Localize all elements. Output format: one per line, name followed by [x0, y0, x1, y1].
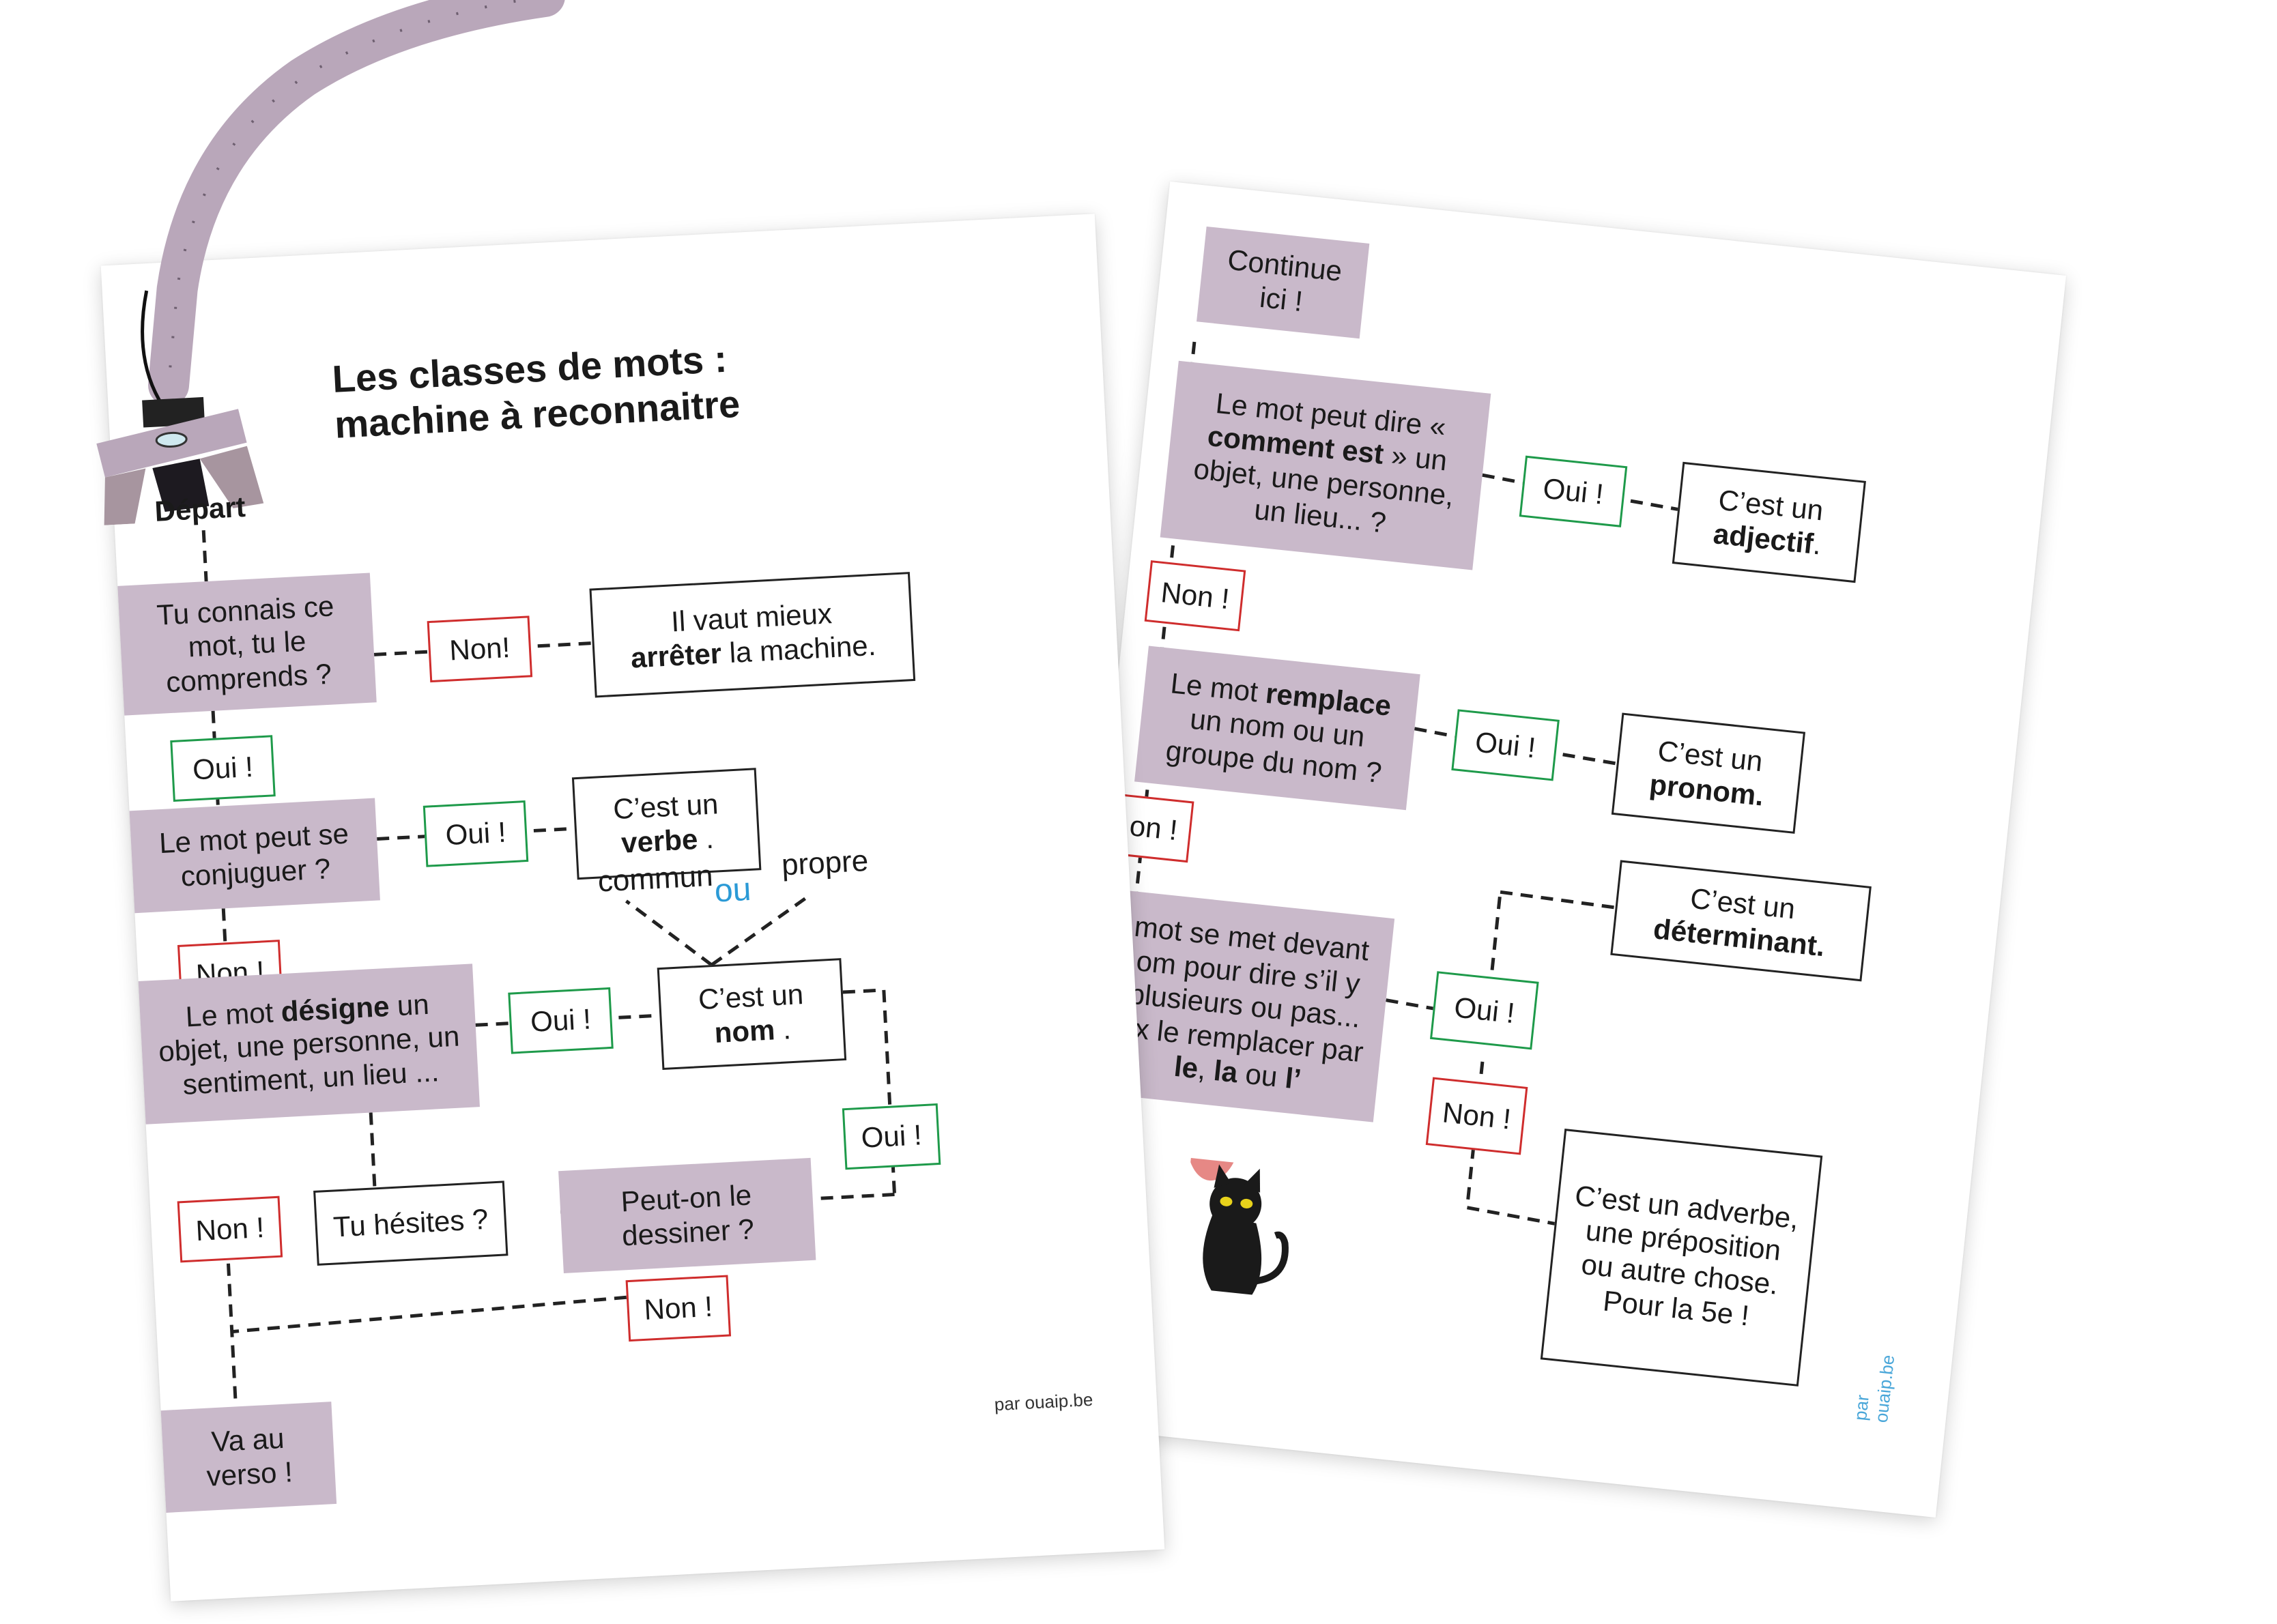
- go-to-back-label: Va au verso !: [205, 1422, 293, 1492]
- no-label: Non!: [448, 631, 511, 667]
- answer-bold: déterminant.: [1652, 912, 1827, 963]
- answer-adverb: C’est un adverbe, une préposition ou aut…: [1540, 1129, 1823, 1387]
- question-adjective: Le mot peut dire « comment est » un obje…: [1160, 360, 1491, 570]
- no-box-know-word: Non!: [427, 615, 533, 683]
- question-designate: Le mot désigne un objet, une personne, u…: [138, 963, 480, 1125]
- claw-machine-icon: [12, 0, 599, 532]
- yes-box-draw: Oui !: [842, 1103, 941, 1170]
- question-know-word: Tu connais ce mot, tu le comprends ?: [117, 572, 377, 716]
- answer-adverb-text: C’est un adverbe, une préposition ou aut…: [1573, 1179, 1801, 1332]
- answer-adjective: C’est un adjectif.: [1672, 461, 1866, 583]
- yes-label: Oui !: [444, 815, 507, 852]
- answer-post: .: [782, 1013, 792, 1045]
- no-box-adjective: Non !: [1144, 560, 1246, 632]
- answer-pre: C’est un: [697, 978, 805, 1016]
- q3-b2: la: [1212, 1054, 1240, 1089]
- answer-post: .: [704, 822, 715, 855]
- yes-label: Oui !: [1541, 472, 1605, 510]
- no-box-designate: Non !: [177, 1195, 283, 1263]
- yes-label: Oui !: [860, 1118, 923, 1155]
- page-recto: Les classes de mots : machine à reconnai…: [96, 0, 1165, 1601]
- answer-bold: verbe: [620, 822, 699, 859]
- q3-b1: le: [1172, 1050, 1200, 1085]
- footer-label: par ouaip.be: [1850, 1354, 1899, 1424]
- yes-box-know-word: Oui !: [170, 735, 276, 802]
- page-verso: Continue ici ! Le mot peut dire « commen…: [1039, 182, 2067, 1518]
- label-ou: ou: [713, 871, 752, 910]
- yes-box-designate: Oui !: [508, 987, 614, 1054]
- no-label: Non !: [1441, 1096, 1513, 1135]
- yes-label: Oui !: [529, 1002, 592, 1039]
- yes-box-pronoun: Oui !: [1451, 709, 1560, 781]
- no-label: Non !: [1159, 576, 1231, 615]
- no-box-draw: Non !: [625, 1275, 732, 1342]
- answer-noun: C’est un nom .: [657, 958, 847, 1071]
- hesitate-box: Tu hésites ?: [313, 1180, 509, 1266]
- continue-box: Continue ici !: [1197, 226, 1370, 339]
- hesitate-label: Tu hésites ?: [332, 1202, 489, 1243]
- yes-box-determiner: Oui !: [1429, 971, 1539, 1050]
- yes-box-adjective: Oui !: [1519, 455, 1628, 527]
- yes-box-conjugate: Oui !: [423, 800, 529, 867]
- cat-icon: [1176, 1085, 1306, 1309]
- answer-bold: nom: [713, 1013, 776, 1049]
- yes-label: Oui !: [1474, 725, 1538, 764]
- question-pronoun: Le mot remplace un nom ou un groupe du n…: [1134, 646, 1420, 811]
- footer-label: par ouaip.be: [994, 1389, 1093, 1415]
- continue-label: Continue ici !: [1226, 244, 1344, 318]
- q3-pre: Le mot: [184, 996, 274, 1033]
- yes-label: Oui !: [1452, 991, 1517, 1030]
- no-label: Non !: [643, 1290, 714, 1326]
- question-label: Le mot peut se conjuguer ?: [158, 817, 349, 893]
- answer-bold: arrêter: [629, 637, 723, 674]
- q3-bold: désigne: [280, 989, 390, 1028]
- label-propre: propre: [780, 843, 870, 882]
- yes-label: Oui !: [191, 751, 255, 786]
- question-conjugate: Le mot peut se conjuguer ?: [129, 798, 380, 914]
- no-label: on !: [1128, 809, 1179, 847]
- q3-tail-pre: par: [1320, 1032, 1365, 1069]
- answer-stop-machine: Il vaut mieux arrêter la machine.: [589, 572, 916, 698]
- no-label: Non !: [195, 1211, 266, 1247]
- q2-pre: Le mot: [1169, 666, 1260, 708]
- q3-b3: l’: [1283, 1062, 1303, 1096]
- answer-post: la machine.: [728, 628, 877, 669]
- q3-sep2: ou: [1244, 1058, 1279, 1093]
- question-label: Peut-on le dessiner ?: [620, 1178, 756, 1252]
- question-label: Tu connais ce mot, tu le comprends ?: [156, 590, 335, 699]
- answer-pronoun: C’est un pronom.: [1611, 712, 1806, 834]
- no-box-determiner: Non !: [1425, 1077, 1528, 1155]
- go-to-back-box: Va au verso !: [160, 1402, 337, 1513]
- question-draw: Peut-on le dessiner ?: [558, 1157, 816, 1274]
- start-label: Départ: [154, 490, 246, 527]
- answer-pre: C’est un: [612, 787, 719, 826]
- label-commun: commun: [597, 858, 714, 899]
